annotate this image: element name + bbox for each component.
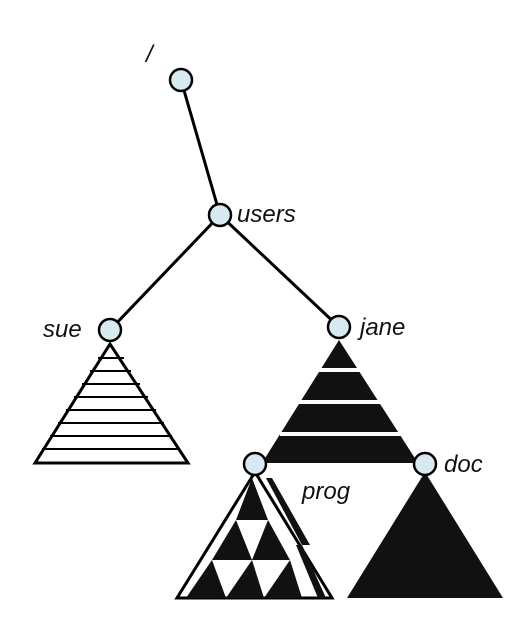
doc-subtree-triangle (347, 472, 503, 598)
node-doc (412, 451, 438, 477)
jane-subtree (262, 340, 418, 463)
edge-users-sue (108, 213, 222, 332)
sue-subtree-triangle (32, 341, 191, 465)
jane-subtree-bands (280, 368, 404, 436)
node-prog (242, 451, 268, 477)
sue-subtree-stripes (42, 357, 180, 450)
label-users: users (237, 201, 296, 228)
edge-users-jane (218, 213, 341, 329)
tree-nodes (97, 67, 438, 477)
node-root (168, 67, 194, 93)
edge-root-users (179, 78, 222, 217)
prog-subtree (174, 469, 335, 600)
label-sue: sue (43, 316, 82, 343)
node-sue (97, 317, 123, 343)
label-root: / (144, 41, 155, 68)
tree-edges (108, 78, 341, 332)
label-doc: doc (444, 451, 483, 478)
label-jane: jane (357, 314, 405, 341)
prog-subtree-checker (186, 478, 326, 598)
label-prog: prog (301, 478, 351, 505)
sue-subtree (32, 341, 191, 465)
node-users (207, 202, 233, 228)
node-jane (326, 314, 352, 340)
